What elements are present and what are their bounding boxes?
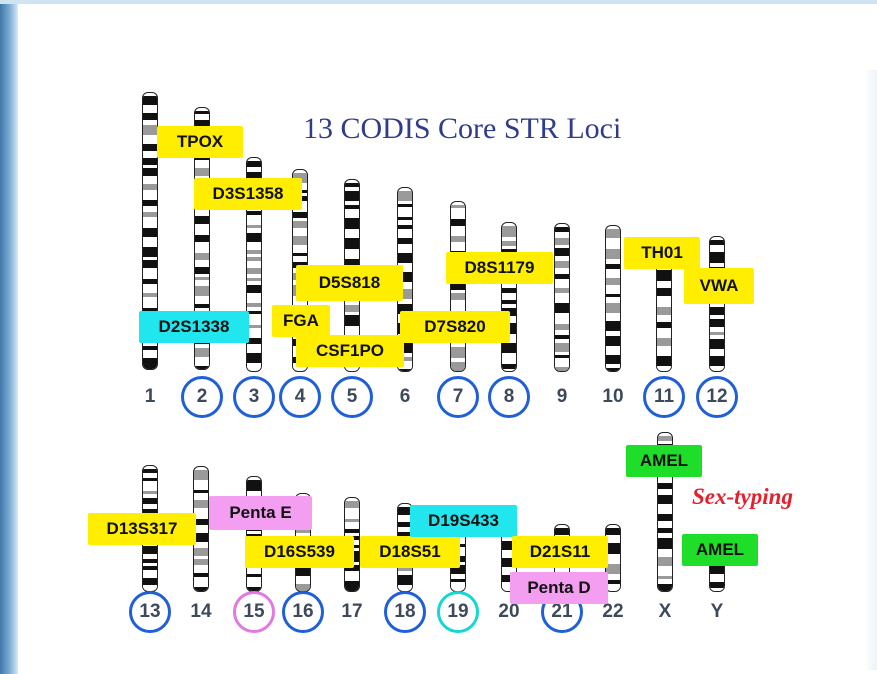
sex-typing-label: Sex-typing [692, 484, 793, 509]
chromosome-number-1: 1 [144, 386, 156, 407]
chromosome-number-10: 10 [602, 386, 624, 407]
locus-tpox: TPOX [157, 126, 243, 158]
locus-d2s1338: D2S1338 [139, 311, 249, 343]
locus-vwa: VWA [684, 268, 754, 304]
slide-right-edge [863, 70, 877, 670]
locus-amel-y: AMEL [682, 534, 758, 566]
circle-marker-8 [488, 376, 530, 418]
locus-penta-e: Penta E [209, 496, 312, 530]
chromosome-22 [605, 524, 621, 592]
circle-marker-13 [129, 591, 171, 633]
chromosome-2 [194, 107, 210, 370]
locus-d13s317: D13S317 [88, 513, 196, 545]
chromosome-8 [501, 222, 517, 372]
chromosome-15 [246, 476, 262, 592]
locus-d18s51: D18S51 [360, 536, 460, 568]
circle-marker-2 [181, 376, 223, 418]
locus-d16s539: D16S539 [245, 536, 354, 568]
locus-csf1po: CSF1PO [296, 335, 404, 367]
circle-marker-15 [233, 591, 275, 633]
locus-d3s1358: D3S1358 [194, 178, 302, 210]
circle-marker-3 [233, 376, 275, 418]
circle-marker-7 [437, 376, 479, 418]
chromosome-number-6: 6 [399, 386, 411, 407]
locus-fga: FGA [272, 305, 330, 337]
chromosome-12 [709, 236, 725, 372]
chromosome-number-17: 17 [341, 601, 363, 622]
chromosome-number-22: 22 [602, 601, 624, 622]
diagram-title: 13 CODIS Core STR Loci [303, 112, 622, 145]
locus-d21s11: D21S11 [512, 536, 608, 568]
locus-d5s818: D5S818 [296, 265, 403, 301]
circle-marker-12 [696, 376, 738, 418]
chromosome-1 [142, 92, 158, 370]
locus-d19s433: D19S433 [410, 505, 517, 537]
chromosome-10 [605, 225, 621, 372]
chromosome-9 [554, 223, 570, 372]
locus-amel-x: AMEL [626, 445, 702, 477]
locus-d7s820: D7S820 [400, 311, 510, 343]
locus-penta-d: Penta D [510, 572, 608, 604]
chromosome-number-14: 14 [190, 601, 212, 622]
chromosome-3 [246, 157, 262, 372]
chromosome-number-Y: Y [710, 601, 724, 622]
slide-top-edge [0, 0, 877, 4]
circle-marker-19 [437, 591, 479, 633]
circle-marker-18 [384, 591, 426, 633]
chromosome-number-20: 20 [498, 601, 520, 622]
circle-marker-11 [643, 376, 685, 418]
circle-marker-5 [331, 376, 373, 418]
locus-th01: TH01 [624, 237, 700, 269]
chromosome-7 [450, 201, 466, 372]
chromosome-number-9: 9 [556, 386, 568, 407]
locus-d8s1179: D8S1179 [446, 252, 553, 284]
circle-marker-16 [282, 591, 324, 633]
chromosome-number-X: X [658, 601, 672, 622]
circle-marker-4 [279, 376, 321, 418]
